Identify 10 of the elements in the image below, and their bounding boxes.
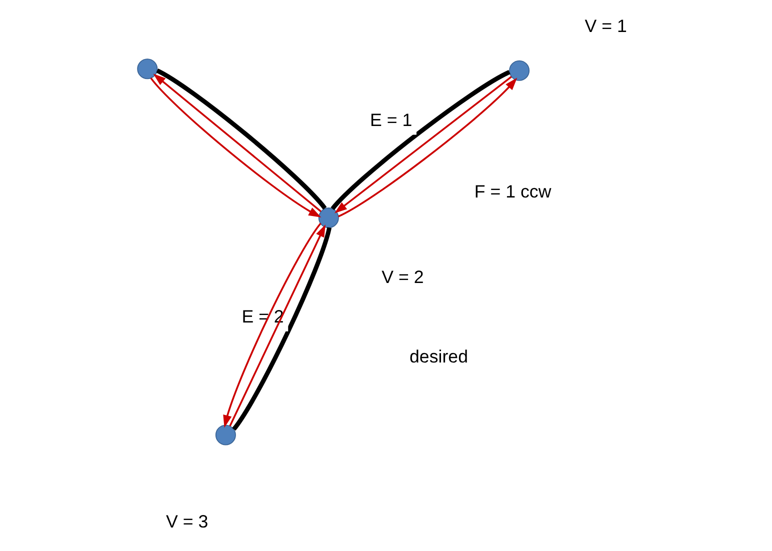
node-circle [509,60,530,81]
node-label: V = 3 [166,512,208,532]
edge-label: E = 1 [370,110,412,130]
node-circle [215,424,236,446]
node-label: V = 2 [382,266,424,287]
node-circle [318,208,339,228]
node-label: V = 1 [584,16,627,36]
label: desired [410,346,468,367]
node-circle [137,58,158,80]
label: F = 1 ccw [474,182,552,202]
